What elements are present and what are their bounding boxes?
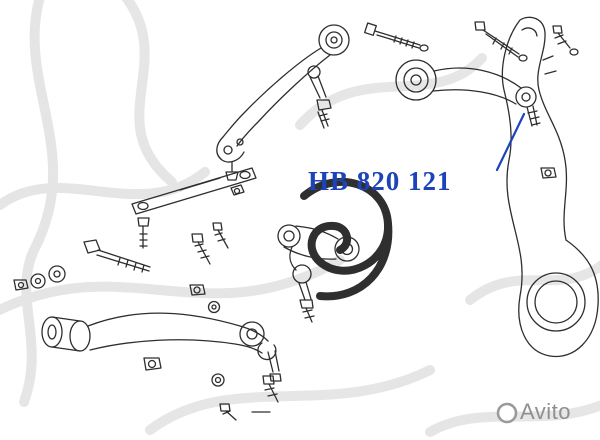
stay-bracket [131, 167, 257, 215]
arm-bolt-right [474, 21, 528, 62]
bracket-bolt [137, 217, 150, 249]
knuckle-top-bolt [552, 25, 579, 56]
lower-arm-bushing [239, 321, 265, 347]
knuckle-nut [540, 167, 557, 179]
upper-arm-bushing [395, 59, 437, 101]
avito-circle-icon [496, 402, 518, 424]
avito-brand-text: Avito [520, 399, 572, 424]
upper-control-arm-right [395, 59, 541, 127]
long-bolt-with-washers [13, 239, 151, 291]
steering-knuckle [501, 16, 599, 358]
upper-control-arm-left [216, 24, 350, 181]
bracket-nut [230, 184, 245, 196]
leader-line [495, 112, 526, 172]
lower-arm-fasteners [143, 357, 279, 421]
top-bolt [364, 22, 429, 52]
watermark-swirl [300, 177, 393, 301]
part-code-label: HB 820 121 [308, 166, 452, 196]
lower-control-arm [41, 312, 282, 382]
center-fasteners [189, 222, 229, 314]
hub-bore [526, 272, 586, 332]
ball-joint-stud-left [307, 65, 332, 129]
upper-arm-center-ball-joint [277, 224, 360, 323]
